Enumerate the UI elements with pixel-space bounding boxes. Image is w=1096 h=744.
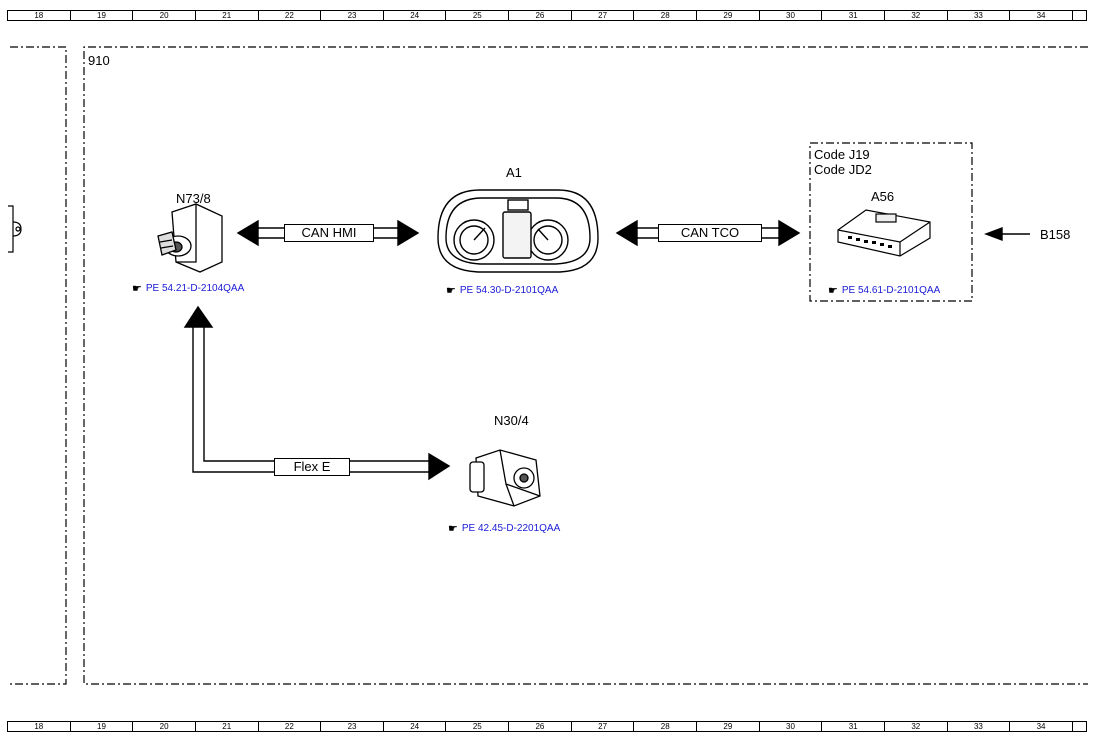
ruler-cell: 24 — [384, 722, 447, 731]
ruler-cell: 21 — [196, 11, 259, 20]
ruler-cell: 30 — [760, 11, 823, 20]
instrument-cluster-ref-text: PE 54.30-D-2101QAA — [459, 285, 559, 296]
ruler-end-cell — [1073, 722, 1087, 731]
instrument-cluster-code: A1 — [506, 165, 522, 180]
ruler-cell: 24 — [384, 11, 447, 20]
ruler-end-cell — [1073, 11, 1087, 20]
control-unit-ref-link[interactable]: ☛ PE 54.61-D-2101QAA — [828, 284, 940, 297]
ignition-switch-code: N73/8 — [176, 191, 211, 206]
b158-arrow — [984, 226, 1030, 242]
partial-connector-icon — [8, 205, 22, 253]
ruler-cell: 20 — [133, 11, 196, 20]
ruler-cell: 23 — [321, 722, 384, 731]
main-frame-border — [83, 46, 1088, 685]
ruler-cell: 29 — [697, 11, 760, 20]
ruler-cell: 32 — [885, 11, 948, 20]
left-frame-border — [10, 46, 67, 685]
instrument-cluster-ref-link[interactable]: ☛ PE 54.30-D-2101QAA — [446, 284, 558, 297]
ruler-cell: 33 — [948, 11, 1011, 20]
ruler-cell: 19 — [71, 722, 134, 731]
option-code-1: Code J19 — [814, 147, 870, 162]
ruler-cell: 20 — [133, 722, 196, 731]
option-code-2: Code JD2 — [814, 162, 872, 177]
can-tco-label: CAN TCO — [658, 224, 762, 242]
ruler-cell: 18 — [8, 11, 71, 20]
ruler-cell: 34 — [1010, 722, 1073, 731]
ruler-cell: 23 — [321, 11, 384, 20]
control-unit-icon — [837, 209, 931, 257]
ruler-cell: 22 — [259, 722, 322, 731]
can-hmi-label: CAN HMI — [284, 224, 374, 242]
ruler-cell: 22 — [259, 11, 322, 20]
flex-e-label: Flex E — [274, 458, 350, 476]
ruler-cell: 26 — [509, 11, 572, 20]
ruler-cell: 21 — [196, 722, 259, 731]
frame-number: 910 — [88, 53, 110, 68]
ruler-cell: 25 — [446, 722, 510, 731]
pointing-hand-icon: ☛ — [446, 285, 456, 297]
camera-ref-link[interactable]: ☛ PE 42.45-D-2201QAA — [448, 522, 560, 535]
ruler-cell: 30 — [760, 722, 823, 731]
ruler-cell: 31 — [822, 722, 885, 731]
pointing-hand-icon: ☛ — [828, 285, 838, 297]
ruler-cell: 27 — [572, 11, 635, 20]
ruler-cell: 28 — [634, 722, 698, 731]
ignition-switch-ref-link[interactable]: ☛ PE 54.21-D-2104QAA — [132, 282, 244, 295]
ruler-cell: 26 — [509, 722, 572, 731]
control-unit-ref-text: PE 54.61-D-2101QAA — [841, 285, 941, 296]
flex-e-arrow — [183, 305, 451, 481]
ruler-cell: 19 — [71, 11, 134, 20]
optional-code-box — [809, 142, 973, 302]
ignition-switch-icon — [157, 203, 223, 273]
instrument-cluster-icon — [437, 189, 599, 273]
ruler-cell: 31 — [822, 11, 885, 20]
ruler-cell: 27 — [572, 722, 635, 731]
ruler-cell: 33 — [948, 722, 1011, 731]
ruler-cell: 28 — [634, 11, 698, 20]
ruler-cell: 29 — [697, 722, 760, 731]
camera-ref-text: PE 42.45-D-2201QAA — [461, 523, 561, 534]
b158-label: B158 — [1040, 227, 1071, 242]
ruler-cell: 25 — [446, 11, 510, 20]
camera-code: N30/4 — [494, 413, 529, 428]
pointing-hand-icon: ☛ — [448, 523, 458, 535]
ignition-switch-ref-text: PE 54.21-D-2104QAA — [145, 283, 245, 294]
control-unit-code: A56 — [871, 189, 895, 204]
ruler-cell: 32 — [885, 722, 948, 731]
ruler-cell: 18 — [8, 722, 71, 731]
pointing-hand-icon: ☛ — [132, 283, 142, 295]
ruler-cell: 34 — [1010, 11, 1073, 20]
camera-icon — [469, 449, 541, 507]
